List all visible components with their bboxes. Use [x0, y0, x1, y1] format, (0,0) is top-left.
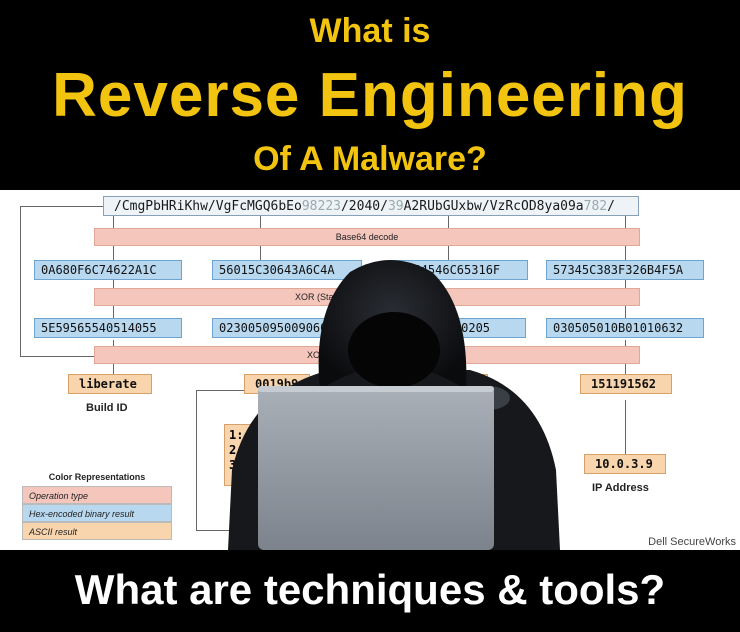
- ascii-result-build-id: liberate: [68, 374, 152, 394]
- flow-line: [196, 390, 197, 530]
- ascii-result: 151191562: [580, 374, 672, 394]
- hex-result: 0364546C65316F: [392, 260, 528, 280]
- ascii-result-partial: 1: [462, 374, 488, 394]
- feedback-line: [20, 206, 21, 356]
- encoded-url: /CmgPbHRiKhw/VgFcMGQ6bEo98223/2040/39A2R…: [103, 196, 639, 216]
- flow-line: [625, 400, 626, 456]
- url-part-dim: 98223: [301, 199, 341, 214]
- ascii-list: 1: V 2 3: [224, 424, 274, 486]
- legend-operation: Operation type: [22, 486, 172, 504]
- list-line: 2: [229, 443, 237, 457]
- subtitle-banner: What are techniques & tools?: [0, 550, 740, 632]
- feedback-line: [20, 356, 100, 357]
- url-part: /CmgPbHRiKhw/VgFcMGQ6bEo: [114, 199, 302, 214]
- url-part: A2RUbGUxbw/VzRcOD8ya09a: [403, 199, 584, 214]
- legend-hex: Hex-encoded binary result: [22, 504, 172, 522]
- hex-result: 5E59565540514055: [34, 318, 182, 338]
- flow-line: [196, 530, 506, 531]
- operation-band-xor-2: XOR (: [94, 346, 640, 364]
- title-line-1: What is: [309, 12, 431, 50]
- url-part-dim: 782: [583, 199, 608, 214]
- subtitle-text: What are techniques & tools?: [74, 566, 666, 613]
- list-line: 3: [229, 458, 237, 472]
- source-credit: Dell SecureWorks: [648, 536, 736, 548]
- operation-band-base64: Base64 decode: [94, 228, 640, 246]
- url-part-dim: 39: [387, 199, 404, 214]
- flow-line: [506, 390, 507, 530]
- hex-result: 56015C30643A6C4A: [212, 260, 362, 280]
- laptop-icon: [258, 386, 494, 550]
- legend-ascii: ASCII result: [22, 522, 172, 540]
- color-legend: Color Representations Operation type Hex…: [22, 472, 172, 540]
- caption-ip-address: IP Address: [592, 482, 649, 494]
- flow-line: [196, 390, 244, 391]
- operation-band-xor-1: XOR (Stat k"): [94, 288, 640, 306]
- decoding-diagram: /CmgPbHRiKhw/VgFcMGQ6bEo98223/2040/39A2R…: [0, 190, 740, 550]
- hex-result: 030505010B01010632: [546, 318, 704, 338]
- hex-result: 023005095009060: [212, 318, 362, 338]
- feedback-line: [20, 206, 103, 207]
- list-line: 1: V: [229, 428, 258, 442]
- op-text: XOR (: [307, 350, 333, 360]
- op-text-right: k"): [413, 292, 424, 302]
- hex-result: 57345C383F326B4F5A: [546, 260, 704, 280]
- legend-title: Color Representations: [48, 472, 146, 482]
- title-line-3: Of A Malware?: [253, 140, 487, 178]
- url-part: /: [607, 199, 615, 214]
- caption-build-id: Build ID: [86, 402, 128, 414]
- ascii-result-ip: 10.0.3.9: [584, 454, 666, 474]
- op-text-left: XOR (Stat: [295, 292, 337, 302]
- title-banner: What is Reverse Engineering Of A Malware…: [0, 0, 740, 190]
- hex-result: 0A680F6C74622A1C: [34, 260, 182, 280]
- url-part: /2040/: [340, 199, 388, 214]
- ascii-result-partial: 0019b9: [244, 374, 310, 394]
- title-line-2: Reverse Engineering: [52, 61, 688, 130]
- hex-result: D55510205: [418, 318, 526, 338]
